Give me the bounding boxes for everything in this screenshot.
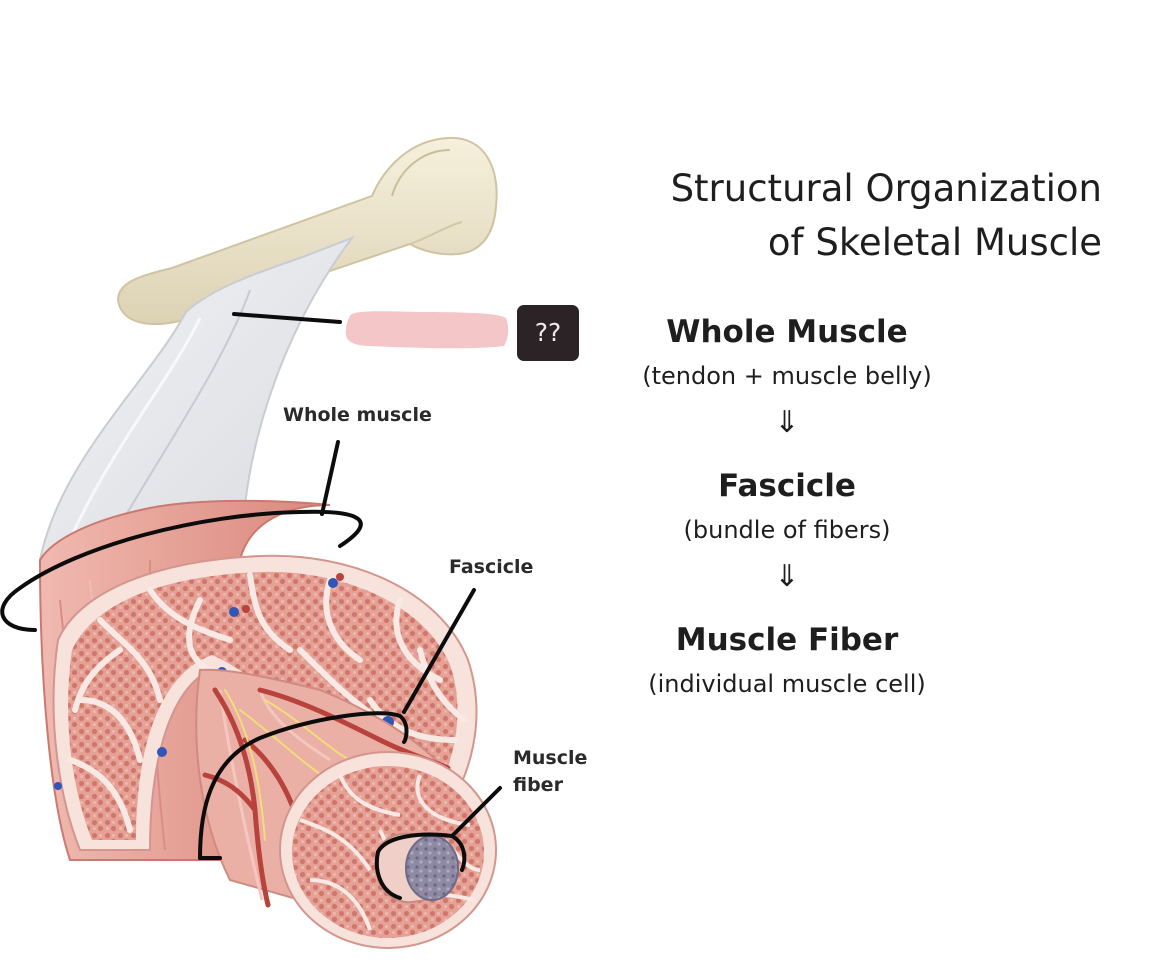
slide-title: Structural Organization of Skeletal Musc… xyxy=(671,162,1102,270)
hierarchy-list: Whole Muscle (tendon + muscle belly) ⇓ F… xyxy=(612,308,962,704)
hidden-answer-box[interactable]: ?? xyxy=(517,305,579,361)
hierarchy-desc-fascicle: (bundle of fibers) xyxy=(683,516,891,544)
label-muscle-fiber-line1: Muscle xyxy=(513,747,588,769)
label-muscle-fiber-line2: fiber xyxy=(513,774,563,796)
label-whole-muscle: Whole muscle xyxy=(283,404,432,426)
hierarchy-level-whole-muscle: Whole Muscle xyxy=(666,314,908,350)
label-muscle-fiber: Muscle fiber xyxy=(513,745,587,799)
muscle-fiber xyxy=(377,832,459,904)
hierarchy-level-muscle-fiber: Muscle Fiber xyxy=(675,622,899,658)
title-line-1: Structural Organization xyxy=(670,167,1102,210)
redacted-label xyxy=(345,311,509,349)
title-line-2: of Skeletal Muscle xyxy=(767,221,1102,264)
annotation-strokes xyxy=(0,312,502,900)
hierarchy-level-fascicle: Fascicle xyxy=(718,468,856,504)
down-arrow-icon: ⇓ xyxy=(774,405,800,440)
label-fascicle: Fascicle xyxy=(449,556,534,578)
hierarchy-desc-muscle-fiber: (individual muscle cell) xyxy=(648,670,926,698)
hierarchy-desc-whole-muscle: (tendon + muscle belly) xyxy=(642,362,932,390)
down-arrow-icon: ⇓ xyxy=(774,559,800,594)
